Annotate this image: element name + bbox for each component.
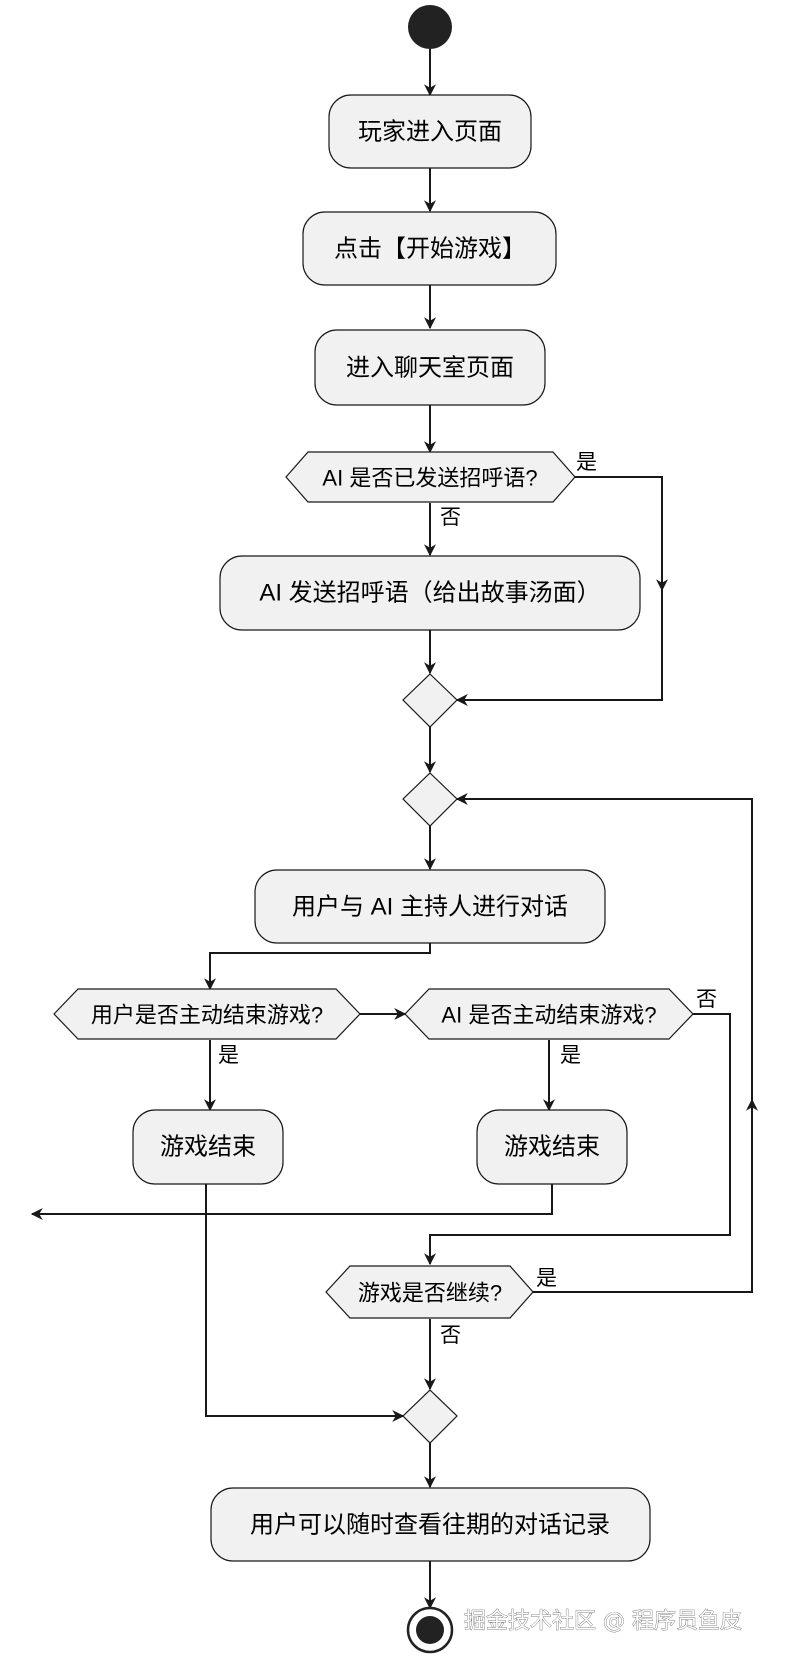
svg-text:进入聊天室页面: 进入聊天室页面 <box>346 355 514 382</box>
edge-gameover-ai-exit <box>30 1184 553 1220</box>
svg-text:用户可以随时查看往期的对话记录: 用户可以随时查看往期的对话记录 <box>250 1512 610 1539</box>
start-node <box>408 5 452 49</box>
activity-click-start: 点击【开始游戏】 <box>302 211 557 286</box>
decision-ai-end: AI 是否主动结束游戏? <box>404 988 694 1040</box>
decision-user-end: 用户是否主动结束游戏? <box>53 988 361 1040</box>
end-node <box>406 1606 454 1654</box>
svg-text:点击【开始游戏】: 点击【开始游戏】 <box>334 236 526 263</box>
label-continue-yes: 是 <box>536 1267 557 1290</box>
edge-aiend-no-continue <box>424 1013 731 1266</box>
edge-continue-yes-loop <box>455 793 753 1293</box>
svg-text:用户与 AI 主持人进行对话: 用户与 AI 主持人进行对话 <box>292 894 568 921</box>
svg-text:AI 是否主动结束游戏?: AI 是否主动结束游戏? <box>441 1003 656 1028</box>
svg-text:游戏结束: 游戏结束 <box>160 1134 256 1161</box>
label-greeting-yes: 是 <box>576 451 597 474</box>
activity-user-ai-dialog: 用户与 AI 主持人进行对话 <box>254 869 606 944</box>
watermark-text: 掘金技术社区 @ 程序员鱼皮 <box>464 1609 742 1634</box>
label-greeting-no: 否 <box>440 506 461 529</box>
svg-text:AI 发送招呼语（给出故事汤面）: AI 发送招呼语（给出故事汤面） <box>259 580 600 607</box>
activity-game-over-ai: 游戏结束 <box>476 1109 628 1185</box>
decision-continue: 游戏是否继续? <box>325 1265 534 1319</box>
svg-text:AI 是否已发送招呼语?: AI 是否已发送招呼语? <box>322 466 537 491</box>
label-ai-end-no: 否 <box>696 988 717 1011</box>
svg-text:玩家进入页面: 玩家进入页面 <box>358 119 502 146</box>
edge-gameover-user-final <box>205 1184 405 1422</box>
activity-game-over-user: 游戏结束 <box>132 1109 284 1185</box>
label-continue-no: 否 <box>440 1324 461 1347</box>
svg-text:游戏结束: 游戏结束 <box>504 1134 600 1161</box>
merge-diamond-final <box>402 1389 458 1444</box>
decision-greeting-sent: AI 是否已发送招呼语? <box>285 451 576 503</box>
merge-diamond-loop <box>402 772 458 827</box>
activity-view-history: 用户可以随时查看往期的对话记录 <box>210 1487 651 1562</box>
activity-enter-page: 玩家进入页面 <box>328 94 532 169</box>
merge-diamond-greeting <box>402 673 458 728</box>
activity-ai-send-greeting: AI 发送招呼语（给出故事汤面） <box>219 555 641 631</box>
edge-dialog-userend <box>204 943 431 991</box>
svg-text:用户是否主动结束游戏?: 用户是否主动结束游戏? <box>91 1003 323 1028</box>
activity-enter-chat: 进入聊天室页面 <box>314 329 546 406</box>
edges <box>30 49 758 1610</box>
label-ai-end-yes: 是 <box>560 1044 581 1067</box>
label-user-end-yes: 是 <box>218 1044 239 1067</box>
svg-text:游戏是否继续?: 游戏是否继续? <box>358 1281 502 1306</box>
